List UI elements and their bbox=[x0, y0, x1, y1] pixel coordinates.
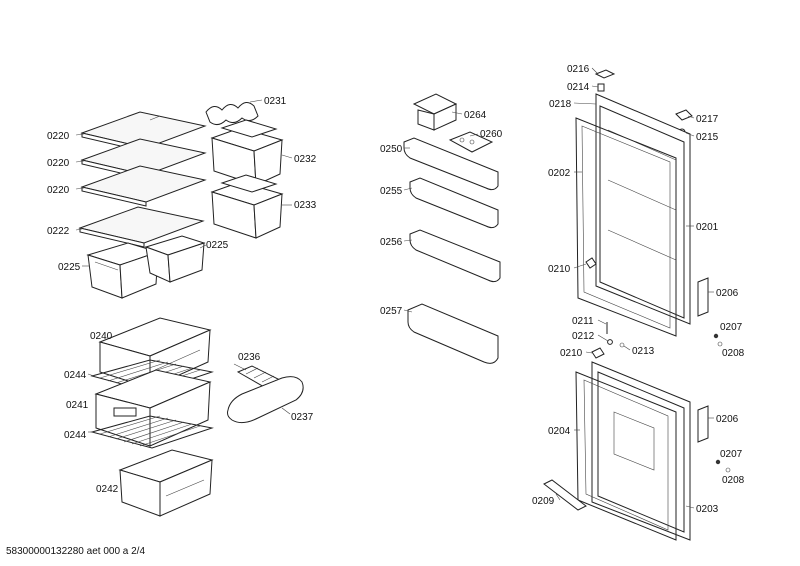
label-0204: 0204 bbox=[548, 426, 571, 437]
label-0244-b: 0244 bbox=[64, 430, 87, 441]
door-shelf-0257 bbox=[407, 303, 499, 364]
document-footer: 58300000132280 aet 000 a 2/4 bbox=[6, 546, 145, 557]
label-0250: 0250 bbox=[380, 144, 403, 155]
container-0225-right bbox=[144, 235, 206, 283]
label-0225-a: 0225 bbox=[58, 262, 81, 273]
label-0257: 0257 bbox=[380, 306, 403, 317]
label-0236: 0236 bbox=[238, 352, 261, 363]
door-gasket-0202 bbox=[575, 117, 677, 337]
screw-0207-upper bbox=[713, 333, 719, 339]
label-0255: 0255 bbox=[380, 186, 403, 197]
label-0210-b: 0210 bbox=[560, 348, 583, 359]
label-0207-a: 0207 bbox=[720, 322, 743, 333]
label-0215: 0215 bbox=[696, 132, 719, 143]
label-0256: 0256 bbox=[380, 237, 403, 248]
drawer-0233 bbox=[210, 174, 284, 239]
label-0222: 0222 bbox=[47, 226, 70, 237]
hinge-cover-0216 bbox=[594, 69, 616, 79]
egg-tray-0231 bbox=[205, 102, 259, 126]
egg-holder-0260 bbox=[448, 131, 494, 153]
hinge-pin-0210-lower bbox=[591, 347, 605, 359]
label-0217: 0217 bbox=[696, 114, 719, 125]
label-0232: 0232 bbox=[294, 154, 317, 165]
lower-door-outer-0203 bbox=[591, 361, 691, 541]
washer-0213 bbox=[619, 342, 625, 348]
label-0242: 0242 bbox=[96, 484, 119, 495]
label-0209: 0209 bbox=[532, 496, 555, 507]
hinge-0214 bbox=[597, 83, 605, 92]
label-0231: 0231 bbox=[264, 96, 287, 107]
ice-tray-0237 bbox=[227, 376, 304, 424]
kickplate-0209 bbox=[543, 479, 587, 511]
label-0201: 0201 bbox=[696, 222, 719, 233]
label-0208-b: 0208 bbox=[722, 475, 745, 486]
label-0220-b: 0220 bbox=[47, 158, 70, 169]
label-0202: 0202 bbox=[548, 168, 571, 179]
label-0225-b: 0225 bbox=[206, 240, 229, 251]
bushing-0212 bbox=[607, 339, 613, 345]
screw-0207-lower bbox=[715, 459, 721, 465]
label-0218: 0218 bbox=[549, 99, 572, 110]
label-0220-c: 0220 bbox=[47, 185, 70, 196]
hinge-pin-0210-upper bbox=[585, 257, 597, 269]
label-0240: 0240 bbox=[90, 331, 113, 342]
washer-0208-lower bbox=[725, 467, 731, 473]
label-0260: 0260 bbox=[480, 129, 503, 140]
label-0207-b: 0207 bbox=[720, 449, 743, 460]
label-0210-a: 0210 bbox=[548, 264, 571, 275]
label-0241: 0241 bbox=[66, 400, 89, 411]
door-shelf-0256 bbox=[409, 229, 501, 283]
label-0264: 0264 bbox=[464, 110, 487, 121]
label-0237: 0237 bbox=[291, 412, 314, 423]
door-gasket-0204 bbox=[575, 371, 677, 541]
drawer-0241 bbox=[94, 369, 212, 447]
butter-lid-0264 bbox=[412, 93, 458, 131]
door-shelf-0250 bbox=[403, 137, 499, 191]
label-0220-a: 0220 bbox=[47, 131, 70, 142]
leader-lines bbox=[75, 67, 714, 509]
grid-0244-lower bbox=[90, 415, 214, 449]
drawer-0232 bbox=[210, 119, 284, 186]
label-0216: 0216 bbox=[567, 64, 590, 75]
label-0208-a: 0208 bbox=[722, 348, 745, 359]
door-shelf-0255 bbox=[409, 177, 499, 229]
handle-0206-upper bbox=[697, 277, 709, 317]
label-0214: 0214 bbox=[567, 82, 590, 93]
label-0206-a: 0206 bbox=[716, 288, 739, 299]
hinge-cover-0217 bbox=[675, 109, 693, 121]
label-0203: 0203 bbox=[696, 504, 719, 515]
label-0206-b: 0206 bbox=[716, 414, 739, 425]
label-0233: 0233 bbox=[294, 200, 317, 211]
glass-shelf-0220-lower bbox=[80, 165, 207, 207]
drawer-0242 bbox=[118, 449, 214, 517]
label-0244-a: 0244 bbox=[64, 370, 87, 381]
glass-shelf-0222 bbox=[78, 206, 205, 248]
washer-0208-upper bbox=[717, 341, 723, 347]
label-0211: 0211 bbox=[572, 316, 594, 327]
handle-0206-lower bbox=[697, 405, 709, 443]
label-0212: 0212 bbox=[572, 331, 595, 342]
label-0213: 0213 bbox=[632, 346, 655, 357]
